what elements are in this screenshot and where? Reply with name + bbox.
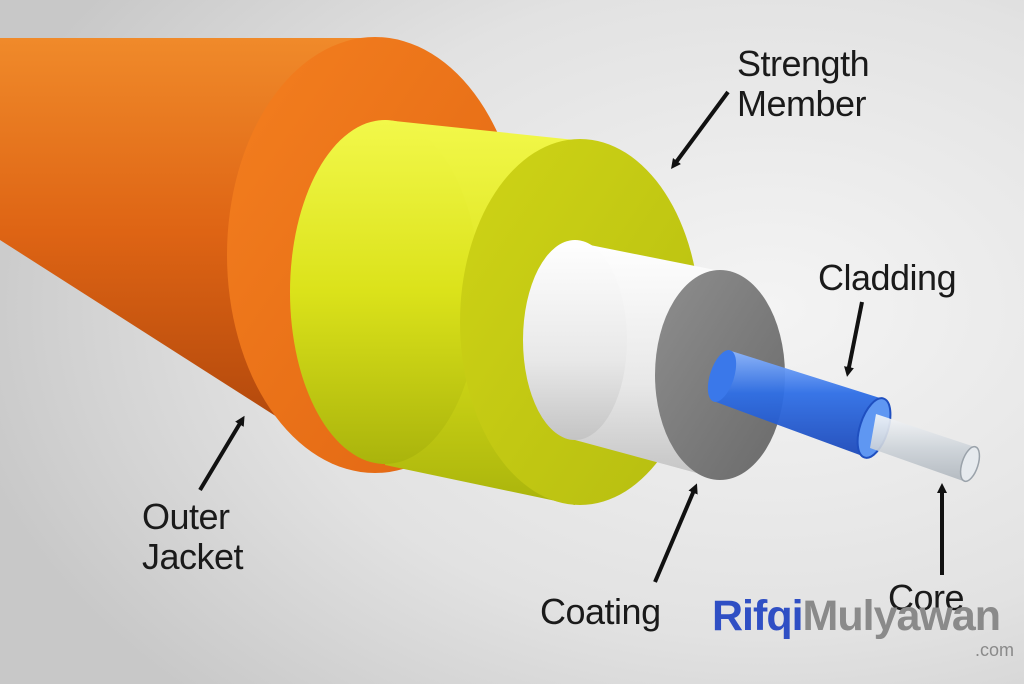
coating-layer (523, 240, 785, 480)
watermark-brand-part1: Rifqi (712, 592, 804, 640)
arrow-outer-jacket (198, 415, 245, 492)
label-strength-member-line2: Member (737, 83, 867, 124)
label-coating-text: Coating (540, 591, 661, 632)
core-layer (870, 414, 981, 483)
core-end-face (959, 445, 981, 483)
coating-cap (523, 240, 627, 440)
label-cladding: Cladding (818, 257, 957, 298)
cladding-back-cap (707, 350, 737, 402)
label-outer-jacket-line1: Outer (142, 496, 230, 537)
label-strength-member-line1: Strength (737, 43, 870, 84)
strength-member-cap (290, 120, 480, 464)
watermark: RifqiMulyawan (712, 592, 1001, 640)
cladding-body (716, 350, 880, 458)
watermark-brand-part2: Mulyawan (802, 592, 1001, 640)
label-strength-member: Strength Member (737, 43, 870, 124)
label-core: Core (888, 577, 965, 618)
label-cladding-text: Cladding (818, 257, 957, 298)
label-core-text: Core (888, 577, 965, 618)
core-body (870, 414, 972, 482)
label-outer-jacket-line2: Jacket (142, 536, 244, 577)
arrow-coating (653, 483, 698, 583)
arrow-cladding (844, 301, 864, 377)
label-outer-jacket: Outer Jacket (142, 496, 244, 577)
arrow-strength-member (671, 90, 730, 170)
watermark-suffix: .com (975, 640, 1015, 660)
label-coating: Coating (540, 592, 661, 632)
